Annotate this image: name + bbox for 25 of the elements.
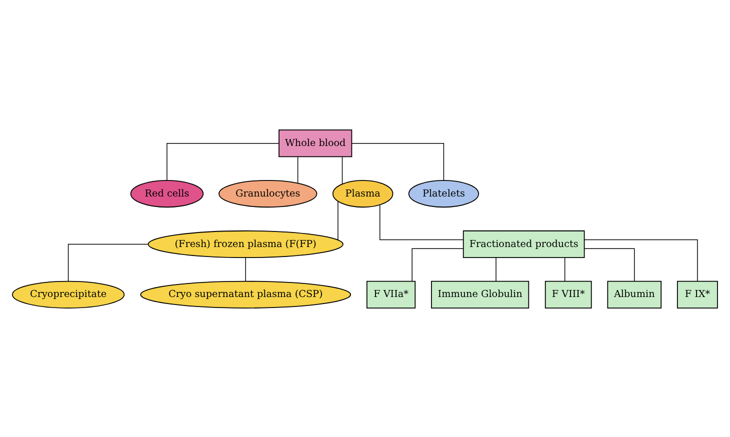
node-ellipse: Cryo supernatant plasma (CSP)	[140, 280, 352, 308]
connector	[342, 156, 343, 184]
node-box: F VIIa*	[366, 280, 416, 308]
node-box: Albumin	[607, 280, 662, 308]
connector	[351, 142, 444, 180]
node-ellipse: Granulocytes	[218, 179, 318, 208]
connector	[68, 243, 148, 282]
node-ellipse: Red cells	[130, 179, 204, 208]
node-ellipse: (Fresh) frozen plasma (F(FP)	[148, 230, 344, 258]
node-box: Fractionated products	[462, 230, 585, 258]
connector	[584, 238, 698, 281]
connector	[564, 256, 566, 281]
connector	[412, 248, 464, 281]
connector	[166, 142, 280, 180]
node-box: Immune Globulin	[431, 280, 530, 308]
node-ellipse: Cryoprecipitate	[12, 280, 125, 308]
node-box: F IX*	[676, 280, 718, 308]
connector	[245, 256, 246, 281]
connector	[584, 248, 635, 281]
node-ellipse: Platelets	[408, 179, 480, 208]
node-ellipse: Plasma	[332, 179, 394, 208]
node-box: F VIII*	[544, 280, 592, 308]
node-box: Whole blood	[278, 129, 352, 157]
connector	[380, 204, 464, 240]
connector	[297, 156, 298, 183]
